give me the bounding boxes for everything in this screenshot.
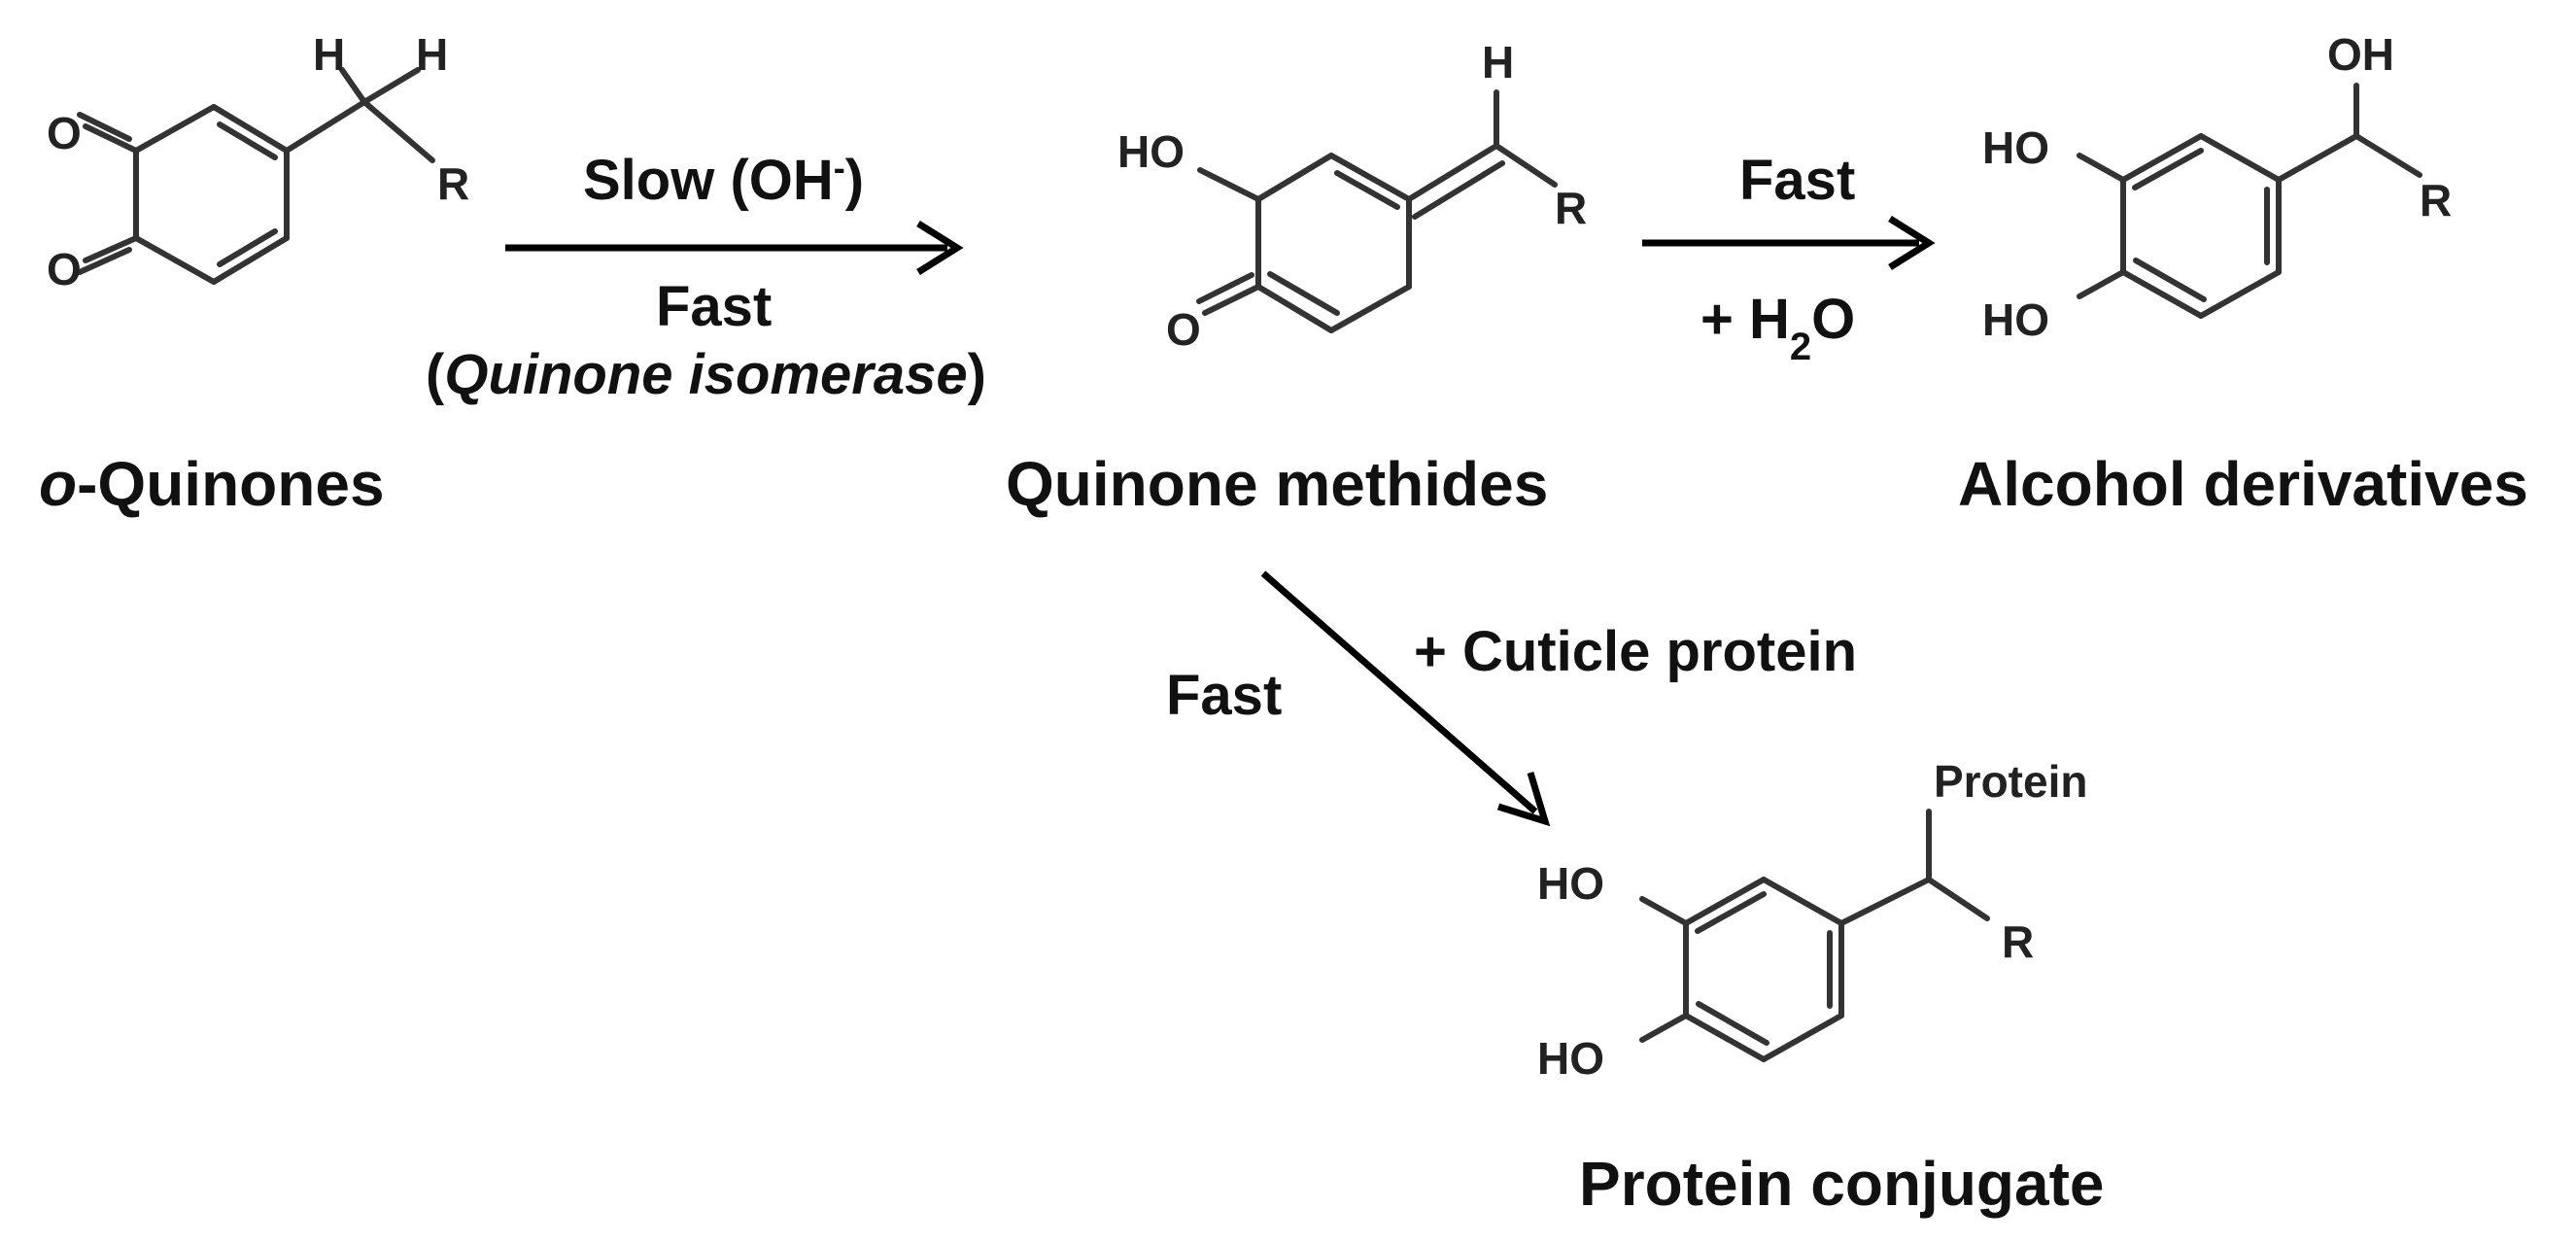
hydroxyl-label: HO xyxy=(1117,126,1185,177)
isomerization-condition-label: Slow (OH-) xyxy=(583,148,864,213)
hydroxyl-label: HO xyxy=(1982,294,2049,345)
hydroxyl-label: HO xyxy=(1537,858,1604,909)
o-quinone-structure: O O H H R xyxy=(47,29,469,294)
oxygen-atom-label: O xyxy=(47,108,82,158)
hydrogen-atom-label: H xyxy=(313,29,345,80)
quinone-methide-structure: HO O H R xyxy=(1117,37,1587,355)
oxygen-atom-label: O xyxy=(47,244,82,294)
conjugation-arrowhead xyxy=(1496,771,1551,827)
r-group-label: R xyxy=(2002,916,2034,967)
hydroxyl-label: HO xyxy=(1982,122,2049,173)
conjugation-rate-label: Fast xyxy=(1166,664,1282,727)
oxygen-atom-label: O xyxy=(1166,304,1201,355)
hydroxyl-label: OH xyxy=(2327,29,2394,80)
hydration-arrowhead xyxy=(1888,216,1936,270)
quinone-methides-label: Quinone methides xyxy=(1006,449,1548,519)
conjugation-reagent-label: + Cuticle protein xyxy=(1414,620,1857,683)
alcohol-derivative-structure: HO HO OH R xyxy=(1982,29,2452,345)
hydration-rate-label: Fast xyxy=(1739,149,1855,212)
hydrogen-atom-label: H xyxy=(416,29,448,80)
protein-conjugate-structure: HO HO Protein R xyxy=(1537,756,2087,1084)
hydration-reagent-label: + H2O xyxy=(1700,288,1855,368)
isomerization-arrowhead xyxy=(916,221,964,275)
protein-conjugate-label: Protein conjugate xyxy=(1579,1149,2105,1219)
r-group-label: R xyxy=(2420,175,2452,225)
isomerase-enzyme-label: (Quinone isomerase) xyxy=(426,343,986,406)
conjugation-arrow xyxy=(1260,570,1538,814)
protein-substituent-label: Protein xyxy=(1934,756,2087,807)
r-group-label: R xyxy=(1555,183,1587,233)
isomerization-rate-label: Fast xyxy=(656,275,772,338)
hydrogen-atom-label: H xyxy=(1482,37,1514,87)
alcohol-derivatives-label: Alcohol derivatives xyxy=(1958,449,2528,519)
hydroxyl-label: HO xyxy=(1537,1033,1604,1084)
o-quinones-label: o-Quinones xyxy=(39,449,385,519)
r-group-label: R xyxy=(437,158,469,209)
